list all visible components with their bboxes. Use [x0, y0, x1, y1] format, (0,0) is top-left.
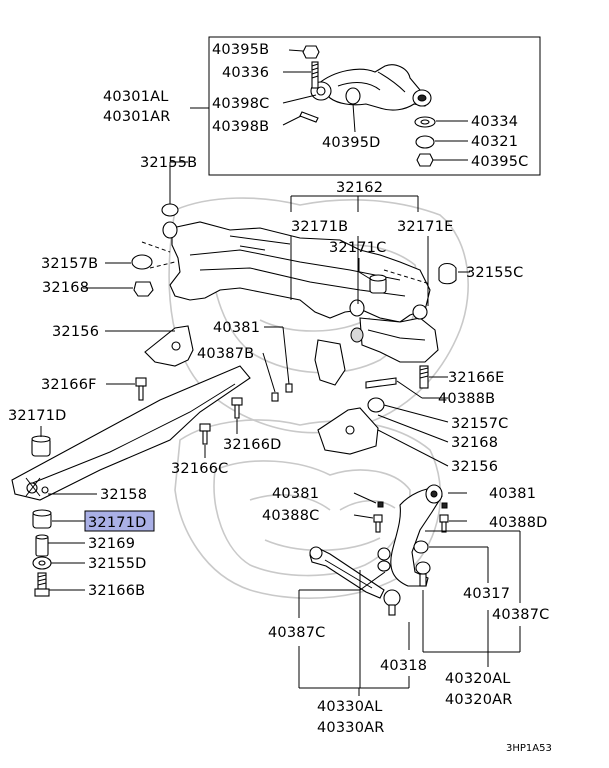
nut-icon — [416, 153, 434, 167]
label-32169: 32169 — [88, 536, 135, 552]
lower-arm-assembly: 40381 40381 40388C 40388D 40317 40387C 4… — [262, 484, 549, 736]
label-40301AL: 40301AL — [103, 89, 169, 105]
lower-arm-part — [390, 487, 443, 587]
label-40381-lower-left: 40381 — [272, 486, 319, 502]
label-32171E: 32171E — [397, 219, 454, 235]
bushing-icon — [415, 135, 435, 149]
label-40381-upper: 40381 — [213, 320, 260, 336]
label-32156-lower: 32156 — [451, 459, 498, 475]
label-32166F: 32166F — [41, 377, 97, 393]
lower-brace-part — [11, 365, 251, 501]
label-40318: 40318 — [380, 658, 427, 674]
label-32158: 32158 — [100, 487, 147, 503]
label-40320AL: 40320AL — [445, 671, 511, 687]
label-40334: 40334 — [471, 114, 518, 130]
label-32171D-upper: 32171D — [8, 408, 67, 424]
label-32171B: 32171B — [291, 219, 348, 235]
nut-icon — [302, 45, 320, 59]
label-32171C: 32171C — [329, 240, 386, 256]
label-32166D: 32166D — [223, 437, 282, 453]
left-mount-stack: 32171D 32169 32155D 32166B — [32, 509, 155, 599]
upper-arm-part — [317, 64, 430, 111]
label-32157C: 32157C — [451, 416, 508, 432]
label-40398B: 40398B — [212, 119, 269, 135]
label-40320AR: 40320AR — [445, 692, 513, 708]
label-40301AR: 40301AR — [103, 109, 171, 125]
label-40387C-right: 40387C — [492, 607, 549, 623]
label-32166B: 32166B — [88, 583, 145, 599]
label-40381-lower-right: 40381 — [489, 486, 536, 502]
label-40330AL: 40330AL — [317, 699, 383, 715]
label-32162: 32162 — [336, 180, 383, 196]
bolt-icon — [311, 61, 319, 89]
label-32155C: 32155C — [466, 265, 523, 281]
bolt-icon — [299, 111, 319, 123]
label-40317: 40317 — [463, 586, 510, 602]
label-40330AR: 40330AR — [317, 720, 385, 736]
label-40395D: 40395D — [322, 135, 381, 151]
label-40387C-left: 40387C — [268, 625, 325, 641]
label-32156-upper: 32156 — [52, 324, 99, 340]
label-40388C: 40388C — [262, 508, 319, 524]
label-32155D: 32155D — [88, 556, 147, 572]
label-40336: 40336 — [222, 65, 269, 81]
label-40321: 40321 — [471, 134, 518, 150]
label-32166C: 32166C — [171, 461, 228, 477]
label-32166E: 32166E — [448, 370, 505, 386]
label-40395C: 40395C — [471, 154, 528, 170]
label-32155B: 32155B — [140, 155, 197, 171]
label-40398C: 40398C — [212, 96, 269, 112]
crossmember-assembly: 32155B 32162 32171B 32171E 32171C 32157B… — [8, 155, 523, 503]
label-32168-lower: 32168 — [451, 435, 498, 451]
figure-code: 3HP1A53 — [506, 743, 552, 754]
label-40387B: 40387B — [197, 346, 254, 362]
label-32157B: 32157B — [41, 256, 98, 272]
label-40395B: 40395B — [212, 42, 269, 58]
label-40388D: 40388D — [489, 515, 548, 531]
label-32171D-highlighted: 32171D — [88, 515, 147, 531]
upper-arm-box: 40395B 40336 40398C 40398B 40395D 40334 … — [190, 36, 541, 176]
label-40388B: 40388B — [438, 391, 495, 407]
label-32168-upper: 32168 — [42, 280, 89, 296]
